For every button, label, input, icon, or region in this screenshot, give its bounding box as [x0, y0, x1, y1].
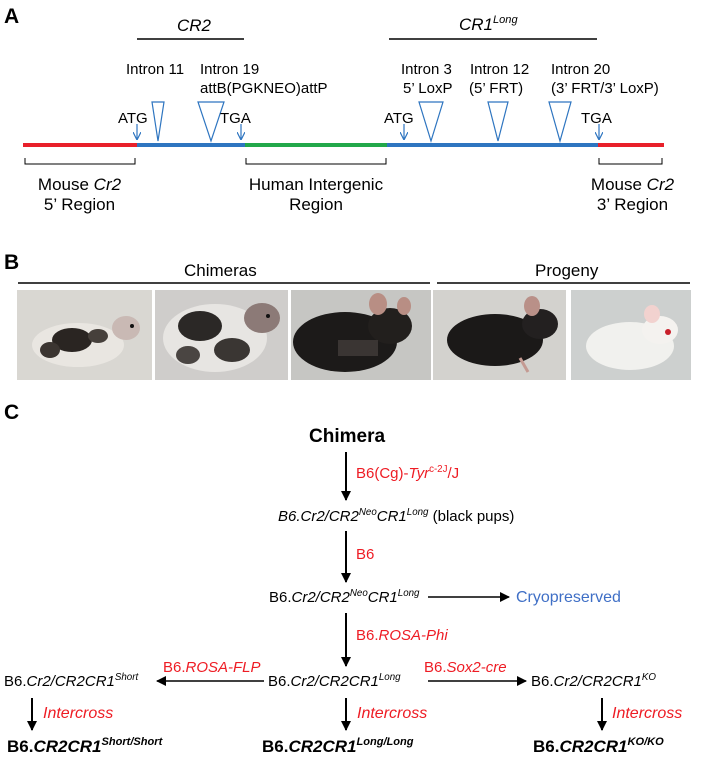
intercross-mid: Intercross: [357, 705, 428, 722]
tga1-label: TGA: [220, 110, 251, 127]
intron12-detail: (5’ FRT): [469, 80, 524, 97]
right-cross-label: B6.Sox2-cre: [424, 659, 507, 676]
intron12-label: Intron 12: [470, 61, 530, 78]
intron3-marker: [418, 101, 444, 144]
chimera-photo-3: [291, 290, 431, 380]
left-node: B6.Cr2/CR2CR1Short: [4, 672, 139, 690]
intron11-label: Intron 11: [126, 61, 185, 78]
intron19-label: Intron 19: [200, 61, 260, 78]
chimera-photo-1: [17, 290, 152, 380]
node1: B6.Cr2/CR2NeoCR1Long (black pups): [278, 507, 515, 525]
node3: B6.Cr2/CR2CR1Long: [268, 672, 401, 690]
chimera-photo-2: [155, 290, 288, 380]
panel-b-label: B: [4, 251, 20, 274]
final-right: B6.CR2CR1KO/KO: [533, 736, 664, 756]
tga2-label: TGA: [581, 110, 612, 127]
atg1-label: ATG: [118, 110, 148, 127]
intercross-right: Intercross: [612, 705, 683, 722]
atg2-label: ATG: [384, 110, 414, 127]
intron19-detail: attB(PGKNEO)attP: [200, 80, 328, 97]
cr2-label: CR2: [177, 16, 212, 35]
human-bracket: [245, 158, 387, 165]
progeny-photo-white: [571, 290, 691, 380]
chimeras-label: Chimeras: [184, 261, 257, 280]
intron20-detail: (3’ FRT/3’ LoxP): [551, 80, 659, 97]
intron12-marker: [487, 101, 509, 142]
intron11-marker: [151, 101, 165, 142]
intron3-detail: 5’ LoxP: [403, 80, 453, 97]
mouse3-bracket: [598, 158, 663, 165]
chimera-node: Chimera: [309, 426, 386, 447]
final-left: B6.CR2CR1Short/Short: [7, 736, 163, 756]
intron20-marker: [548, 101, 572, 144]
intron19-marker: [197, 101, 225, 143]
panel-c-label: C: [4, 401, 20, 424]
cr1-long-label: CR1Long: [459, 14, 518, 34]
left-cross-label: B6.ROSA-FLP: [163, 659, 261, 676]
cross3-label: B6.ROSA-Phi: [356, 627, 448, 644]
progeny-photo-black: [433, 290, 566, 380]
intercross-left: Intercross: [43, 705, 114, 722]
cross1-label: B6(Cg)-Tyrc-2J/J: [356, 464, 460, 482]
cross2-label: B6: [356, 546, 375, 563]
right-node: B6.Cr2/CR2CR1KO: [531, 672, 656, 690]
cryopreserved-label: Cryopreserved: [516, 589, 621, 606]
final-mid: B6.CR2CR1Long/Long: [262, 736, 414, 756]
panel-a-label: A: [4, 5, 20, 28]
mouse5-bracket: [24, 158, 136, 165]
intron20-label: Intron 20: [551, 61, 611, 78]
node2: B6.Cr2/CR2NeoCR1Long: [269, 588, 420, 606]
intron3-label: Intron 3: [401, 61, 452, 78]
progeny-label: Progeny: [535, 261, 599, 280]
